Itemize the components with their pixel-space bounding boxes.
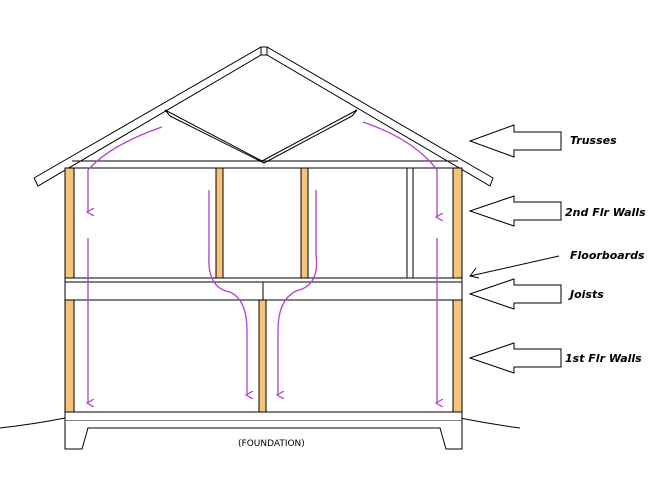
arrow-floorboards xyxy=(469,255,560,279)
first-floor-walls xyxy=(64,299,463,413)
label-floorboards: Floorboards xyxy=(570,249,645,262)
joists xyxy=(64,277,463,301)
ground-line-left xyxy=(0,417,66,429)
stud-2f-right xyxy=(452,167,463,279)
second-floor-walls xyxy=(64,167,463,279)
stud-1f-right xyxy=(452,299,463,413)
arrow-2nd-flr-walls xyxy=(468,195,562,227)
stud-2f-right-inner xyxy=(406,167,414,279)
arrow-trusses xyxy=(468,124,562,158)
stud-2f-left xyxy=(64,167,75,279)
airflow-arrow-center-left xyxy=(208,190,247,395)
stud-2f-center-right xyxy=(300,167,309,279)
stud-1f-left xyxy=(64,299,75,413)
foundation xyxy=(64,411,463,450)
truss-web xyxy=(72,109,458,169)
label-1st-flr-walls: 1st Flr Walls xyxy=(565,352,642,365)
roof xyxy=(33,46,494,187)
airflow-arrow-left-attic xyxy=(88,126,163,212)
arrow-joists xyxy=(468,278,562,310)
label-2nd-flr-walls: 2nd Flr Walls xyxy=(565,206,646,219)
label-trusses: Trusses xyxy=(570,134,617,147)
pointer-arrows xyxy=(468,124,562,374)
airflow-arrows xyxy=(88,121,437,403)
arrow-1st-flr-walls xyxy=(468,342,562,374)
stud-2f-center-left xyxy=(215,167,224,279)
airflow-arrow-center-right xyxy=(278,190,318,395)
stud-1f-center xyxy=(258,299,267,413)
airflow-arrow-right-attic xyxy=(362,121,437,217)
label-joists: Joists xyxy=(568,288,604,301)
ground-line-right xyxy=(459,417,521,429)
foundation-label: (FOUNDATION) xyxy=(238,439,305,449)
